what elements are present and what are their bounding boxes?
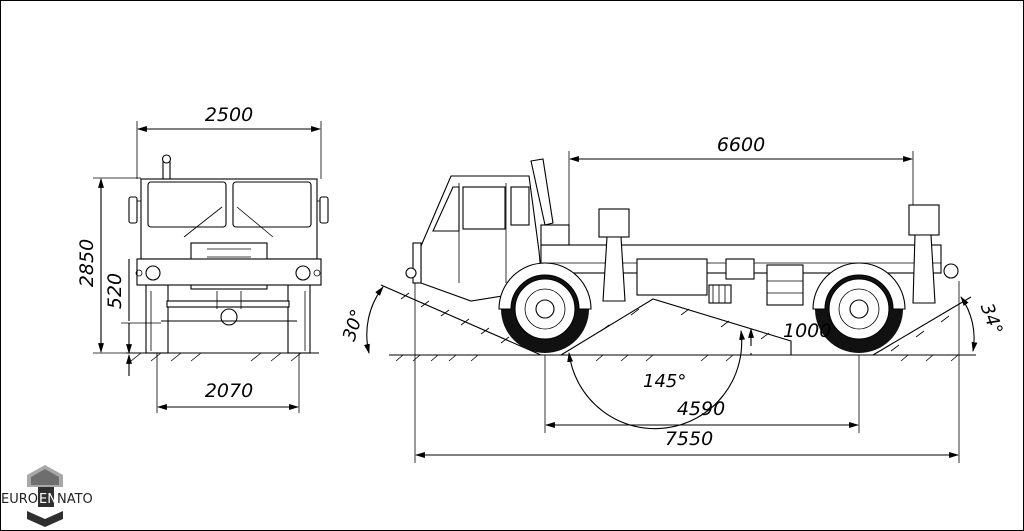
angle-breakover: 145° [643, 371, 686, 392]
dim-platform-length: 6600 [717, 134, 765, 156]
dim-obstacle-height: 1000 [783, 320, 831, 342]
logo-text-euro: EURO [1, 492, 38, 507]
dim-front-height: 2850 [76, 239, 98, 287]
dim-front-width: 2500 [205, 104, 253, 126]
logo-text-nato: NATO [57, 492, 93, 507]
angle-departure: 34° [976, 301, 1007, 338]
dim-overall-length: 7550 [665, 428, 713, 450]
logo-text-en: EN [39, 492, 57, 507]
side-view: 6600 1000 145° 30° 34° 4590 7550 [339, 134, 1007, 463]
front-view: 2500 2850 520 2070 [76, 104, 329, 413]
dim-wheelbase: 4590 [677, 398, 725, 420]
dim-track-width: 2070 [205, 380, 253, 402]
euroennato-logo: EURO EN NATO [1, 465, 93, 527]
dim-ground-clearance: 520 [104, 273, 126, 309]
angle-approach: 30° [339, 307, 369, 344]
